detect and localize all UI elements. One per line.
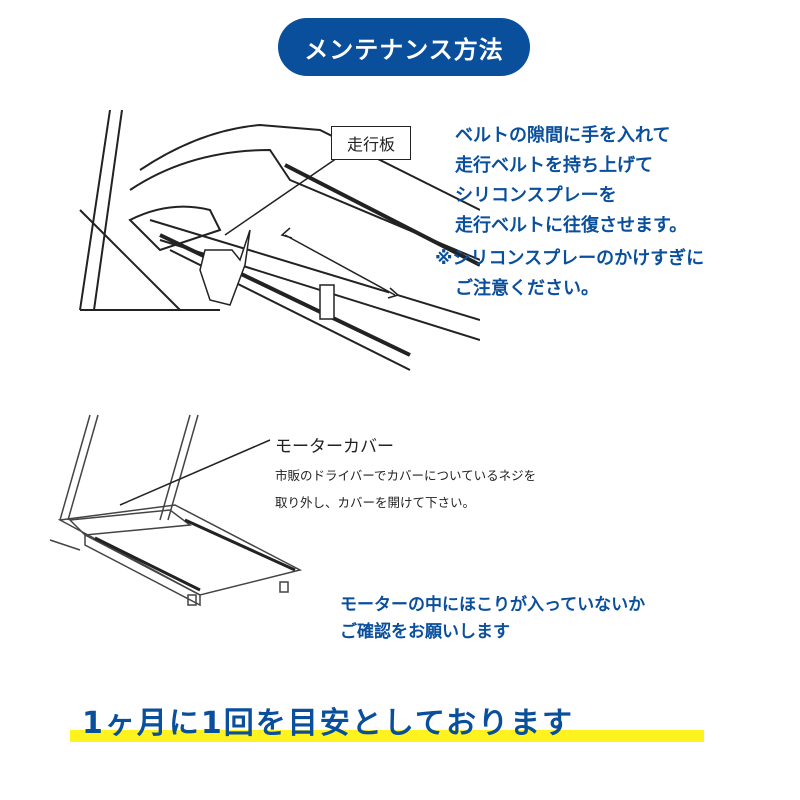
caution-note: ※シリコンスプレーのかけすぎに ご注意ください。 — [435, 248, 705, 299]
motor-check-instruction: モーターの中にほこりが入っていないか ご確認をお願いします — [340, 595, 646, 642]
deck-label: 走行板 — [331, 126, 411, 160]
page-title: メンテナンス方法 — [278, 18, 530, 76]
instruction-text: ベルトの隙間に手を入れて 走行ベルトを持ち上げて シリコンスプレーを 走行ベルト… — [455, 125, 688, 236]
label-pointer — [224, 155, 341, 236]
frequency-banner: 1ヶ月に1回を目安としております — [70, 698, 710, 748]
motor-cover-description: 市販のドライバーでカバーについているネジを 取り外し、カバーを開けて下さい。 — [275, 468, 537, 510]
yellow-highlight — [70, 730, 704, 742]
treadmill-motor-cover-illustration — [49, 414, 303, 607]
label-pointer — [119, 439, 271, 506]
motor-cover-label: モーターカバー — [275, 437, 394, 457]
treadmill-belt-illustration — [79, 110, 480, 371]
